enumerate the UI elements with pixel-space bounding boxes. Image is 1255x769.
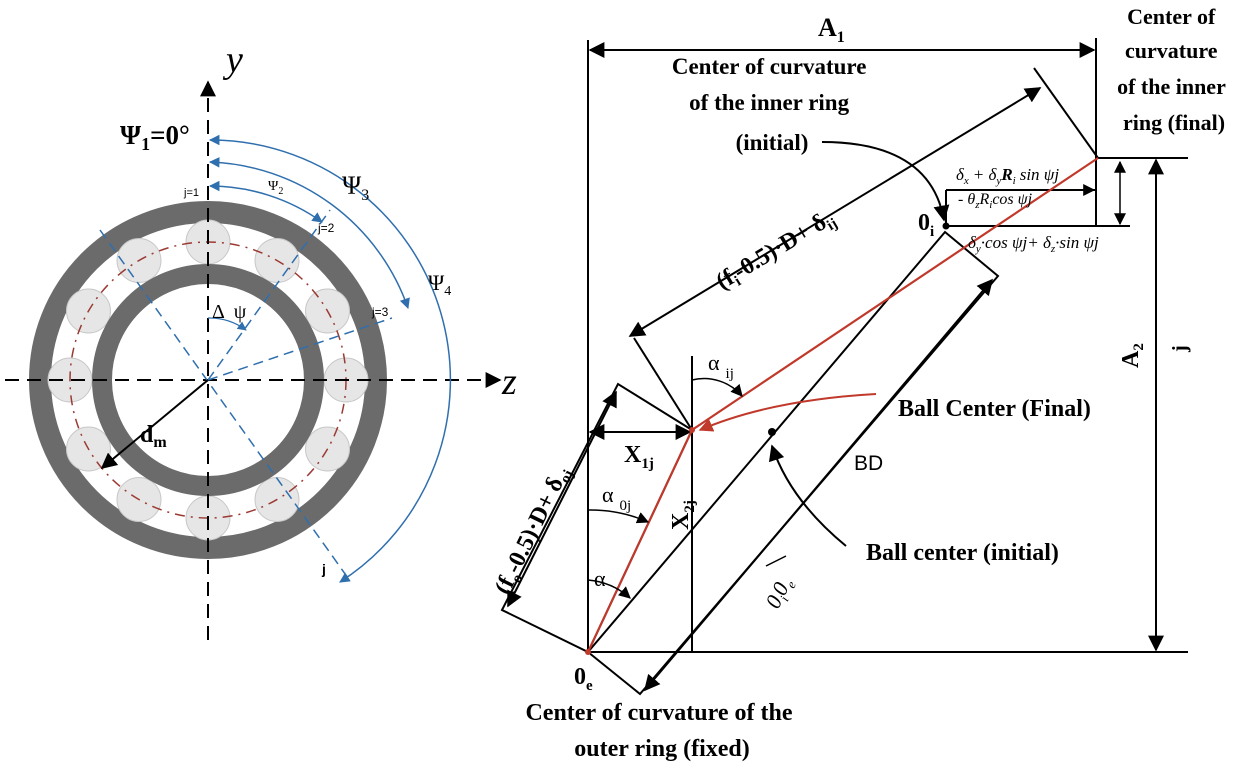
delta-psi-arc <box>207 317 247 331</box>
x1j-label: X1j <box>624 442 654 472</box>
fi-ext-bottom <box>633 337 693 431</box>
red-ball-path <box>698 393 877 432</box>
a2-label: A2 <box>1118 343 1147 368</box>
j-right-label: j <box>1169 345 1191 353</box>
ball-final-label: Ball Center (Final) <box>898 396 1091 422</box>
j1-label: j=1 <box>183 187 199 199</box>
alpha-0j-arc <box>587 509 650 524</box>
a1-label: A1 <box>818 13 845 46</box>
j-end-label: j <box>321 561 326 577</box>
contact-geometry: A1 A2 j <box>490 4 1231 762</box>
dm-dimension-line <box>100 379 209 470</box>
alpha-ij-arc <box>691 377 743 397</box>
oioe-overline <box>765 555 787 567</box>
j3-label: j=3 <box>371 305 389 319</box>
psi3-label: Ψ3 <box>342 171 369 204</box>
alpha-label: α <box>594 566 606 591</box>
eq-mid: - θzRicos ψj <box>958 191 1033 211</box>
oioe-label: 0i0e <box>760 573 799 614</box>
y-axis-label: y <box>222 39 243 81</box>
psi2-label: Ψ2 <box>268 179 283 197</box>
alpha-arc <box>587 579 631 599</box>
cc-initial-label: Center of curvature of the inner ring (i… <box>672 54 872 155</box>
oi-point <box>942 222 950 230</box>
outer-ring-caption: Center of curvature of the outer ring (f… <box>525 700 798 762</box>
bd-label: BD <box>854 452 883 475</box>
psi4-label: Ψ4 <box>428 270 451 299</box>
oi-label: 0i <box>918 210 934 240</box>
initial-center-pointer <box>821 141 950 222</box>
cc-final-label: Center of curvature of the inner ring (f… <box>1117 4 1231 135</box>
z-axis-label: z <box>501 361 517 403</box>
fi-ext-top <box>1033 67 1099 159</box>
psi1-label: Ψ1=0° <box>120 120 190 154</box>
bd-arrow-right <box>643 278 994 692</box>
fo-label: (fo-0.5)·D+ δoj <box>490 462 577 600</box>
j2-label: j=2 <box>317 221 335 235</box>
psi4-arc <box>208 134 452 583</box>
ball-center-initial-point <box>768 428 776 436</box>
ball-initial-pointer <box>768 444 847 547</box>
oe-label: 0e <box>574 664 593 694</box>
x2j-label: X2j <box>668 500 698 530</box>
dm-label: dm <box>140 422 167 451</box>
bearing-cross-section: y z Ψ1=0° Ψ2 Ψ3 Ψ4 j=1 j=2 j=3 j Δ ψ dm <box>5 39 517 640</box>
ball-initial-label: Ball center (initial) <box>866 540 1059 566</box>
ball-center-final-point <box>689 427 695 433</box>
eq-bot: δy·cos ψj+ δz·sin ψj <box>968 233 1099 255</box>
oe-point <box>585 649 591 655</box>
delta-psi-label: Δ ψ <box>212 301 247 323</box>
fi-label: (fi-0.5)·D+ δij <box>712 204 841 297</box>
